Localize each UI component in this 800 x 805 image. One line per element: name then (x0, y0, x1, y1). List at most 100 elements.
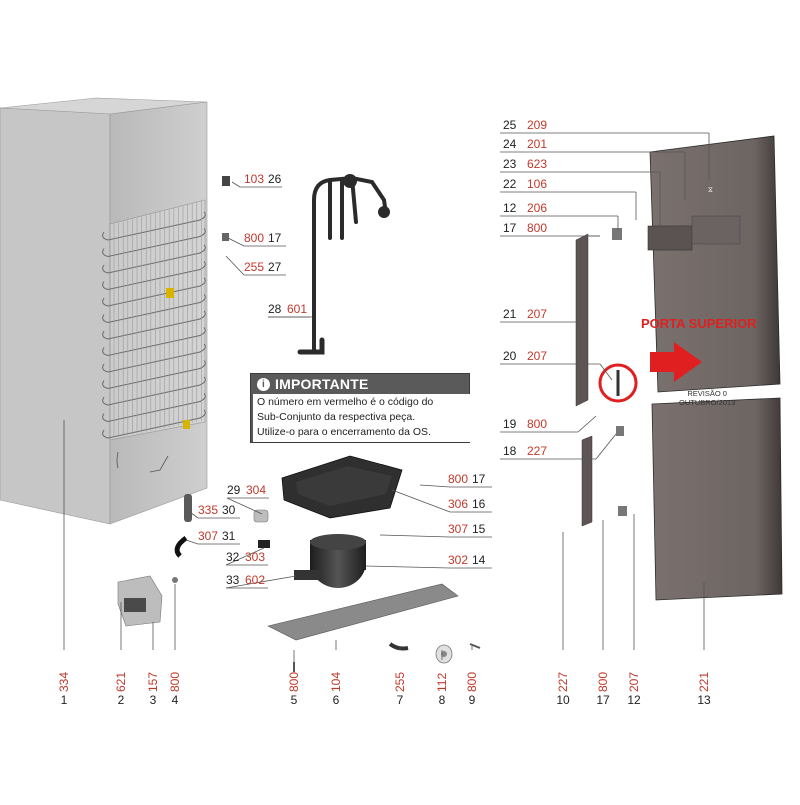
callout-number: 14 (472, 553, 486, 567)
callout-code: 307 (448, 522, 468, 536)
callout-number: 32 (226, 550, 240, 564)
condenser-tube (102, 228, 206, 258)
callout-code: 335 (198, 503, 218, 517)
thermostat-clip (166, 288, 174, 298)
callout-code: 621 (114, 672, 128, 692)
callout-number: 29 (227, 483, 241, 497)
condenser-tube (102, 409, 206, 439)
callout-number: 3 (150, 693, 157, 707)
callout-number: 15 (472, 522, 486, 536)
compressor (294, 534, 366, 588)
notice-line: O número em vermelho é o código do (257, 396, 434, 408)
leader-line (379, 534, 451, 538)
callout-number: 24 (503, 137, 517, 151)
callout-number: 12 (627, 693, 641, 707)
leader-line (225, 575, 297, 589)
brand-logo: ⧖ (708, 187, 713, 194)
callout-code: 623 (527, 157, 547, 171)
callout-code: 104 (329, 672, 343, 692)
spring-part-7 (388, 642, 409, 651)
callout-number: 18 (503, 444, 517, 458)
leader-line (419, 484, 451, 488)
callout-number: 2 (118, 693, 125, 707)
callout-code: 800 (465, 672, 479, 692)
callout-code: 103 (244, 172, 264, 186)
condenser-coil (109, 199, 206, 441)
callout-code: 304 (246, 483, 266, 497)
callout-code: 255 (244, 260, 264, 274)
screw-part-4 (172, 577, 178, 583)
base-plate (267, 583, 459, 641)
notice-title-text: IMPORTANTE (275, 376, 369, 392)
leader-line (226, 497, 263, 515)
condenser-tube (102, 277, 206, 307)
refrigerator-cabinet (0, 97, 208, 525)
leader-line (365, 565, 451, 569)
leader-lines (63, 132, 710, 662)
important-notice: i IMPORTANTE O número em vermelho é o có… (250, 373, 472, 443)
screw-part-9 (469, 643, 481, 649)
info-icon: i (257, 377, 270, 391)
leader-line (231, 181, 241, 188)
callout-code: 206 (527, 201, 547, 215)
callout-number: 10 (556, 693, 570, 707)
hinge-part-18 (616, 426, 624, 436)
callout-code: 601 (287, 302, 307, 316)
callout-code: 800 (596, 672, 610, 692)
hinge-part-12 (612, 228, 622, 240)
clip-part-32 (258, 540, 270, 548)
callout-number: 21 (503, 307, 517, 321)
callout-code: 221 (697, 672, 711, 692)
door-label: PORTA SUPERIOR (641, 316, 757, 331)
callout-number: 16 (472, 497, 486, 511)
callout-number: 33 (226, 573, 240, 587)
revision-date: OUTUBRO/2013 (679, 398, 736, 407)
condenser-tube (102, 261, 206, 291)
callout-code: 227 (556, 672, 570, 692)
callout-number: 4 (172, 693, 179, 707)
leader-line (225, 547, 265, 566)
leader-line (599, 363, 613, 381)
condenser-tube (102, 310, 206, 340)
callout-code: 106 (527, 177, 547, 191)
callout-number: 19 (503, 417, 517, 431)
callout-number: 12 (503, 201, 517, 215)
callout-code: 800 (244, 231, 264, 245)
callout-code: 302 (448, 553, 468, 567)
capacitor-part-30 (184, 494, 192, 522)
callout-code: 800 (168, 672, 182, 692)
leader-line (185, 539, 199, 545)
callout-code: 255 (393, 672, 407, 692)
condenser-tubes (102, 201, 206, 439)
condenser-tube (102, 360, 206, 390)
callout-code: 800 (287, 672, 301, 692)
fan-part-8 (435, 644, 453, 664)
callout-code: 201 (527, 137, 547, 151)
callout-number: 26 (268, 172, 282, 186)
hose-part-31 (174, 535, 188, 558)
callout-number: 17 (472, 472, 486, 486)
notice-line: Utilize-o para o encerramento da OS. (257, 426, 431, 438)
drain-clip (183, 420, 190, 429)
callout-number: 9 (469, 693, 476, 707)
screw-part-17 (222, 233, 229, 241)
callout-number: 8 (439, 693, 446, 707)
notice-line: Sub-Conjunto da respectiva peça. (257, 411, 416, 423)
leader-line (595, 433, 617, 460)
callout-code: 209 (527, 118, 547, 132)
callout-code: 157 (146, 672, 160, 692)
lower-handle (581, 435, 593, 527)
callout-number: 27 (268, 260, 282, 274)
callout-code: 303 (245, 550, 265, 564)
callout-number: 20 (503, 349, 517, 363)
condenser-tube (102, 393, 206, 423)
relay-part-29 (253, 509, 269, 523)
upper-door: ⧖ (647, 135, 781, 393)
notice-title: i IMPORTANTE (257, 376, 369, 392)
leader-line (391, 489, 451, 513)
leader-line (189, 511, 199, 519)
callout-number: 30 (222, 503, 236, 517)
